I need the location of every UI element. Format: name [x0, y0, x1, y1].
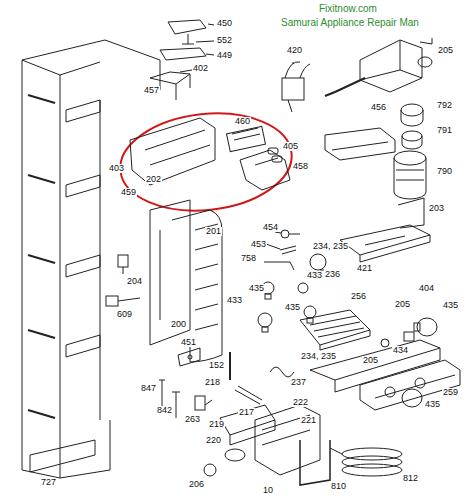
- control-switch: [282, 62, 310, 112]
- callout-number: 847: [140, 384, 157, 393]
- shelf-bracket: [325, 128, 395, 160]
- callout-number: 458: [292, 162, 309, 171]
- callout-number: 552: [216, 36, 233, 45]
- watermark-text: Fixitnow.com: [318, 4, 378, 14]
- callout-number: 453: [250, 240, 267, 249]
- callout-number: 435: [284, 303, 301, 312]
- callout-number: 792: [436, 101, 453, 110]
- callout-number: 152: [208, 361, 225, 370]
- callout-number: 460: [234, 117, 251, 126]
- callout-number: 435: [442, 301, 459, 310]
- callout-number: 234, 235: [300, 352, 337, 361]
- callout-number: 206: [188, 480, 205, 489]
- callout-number: 435: [248, 284, 265, 293]
- callout-number: 237: [290, 378, 307, 387]
- ice-maker-tube: [360, 360, 460, 410]
- callout-number: 405: [282, 142, 299, 151]
- callout-number: 457: [143, 86, 160, 95]
- callout-number: 236: [324, 270, 341, 279]
- callout-number: 609: [116, 310, 133, 319]
- callout-number: 842: [156, 406, 173, 415]
- callout-number: 790: [436, 167, 453, 176]
- callout-number: 222: [292, 398, 309, 407]
- callout-number: 205: [362, 356, 379, 365]
- callout-number: 218: [204, 378, 221, 387]
- callout-number: 421: [356, 264, 373, 273]
- air-duct: [150, 70, 192, 100]
- highlight-ellipse: [115, 105, 296, 218]
- callout-number: 220: [205, 436, 222, 445]
- watermark-text: Samurai Appliance Repair Man: [280, 18, 420, 28]
- callout-number: 449: [216, 51, 233, 60]
- callout-number: 434: [392, 346, 409, 355]
- spring: [270, 367, 294, 377]
- callout-number: 450: [216, 19, 233, 28]
- fan-motor-assembly: [130, 118, 290, 190]
- callout-number: 221: [300, 416, 317, 425]
- callout-number: 205: [437, 46, 454, 55]
- callout-number: 420: [286, 46, 303, 55]
- callout-number: 433: [306, 271, 323, 280]
- callout-number: 205: [394, 300, 411, 309]
- callout-number: 259: [442, 388, 459, 397]
- callout-number: 256: [350, 292, 367, 301]
- callout-number: 219: [208, 420, 225, 429]
- callout-number: 263: [184, 415, 201, 424]
- callout-number: 454: [262, 223, 279, 232]
- evaporator-cover: [150, 200, 222, 362]
- callout-number: 404: [418, 284, 435, 293]
- callout-number: 433: [226, 296, 243, 305]
- callout-number: 727: [40, 478, 57, 487]
- callout-number: 203: [428, 204, 445, 213]
- damper-assembly: [160, 20, 214, 60]
- callout-number: 456: [370, 103, 387, 112]
- dispenser-parts: [204, 405, 402, 485]
- callout-number: 217: [238, 408, 255, 417]
- callout-number: 791: [436, 126, 453, 135]
- light-shield: [300, 310, 370, 350]
- refrigerator-cabinet: [22, 40, 160, 478]
- hinge-parts: [159, 348, 262, 418]
- callout-number: 435: [424, 400, 441, 409]
- water-filter-assembly: [325, 38, 432, 228]
- callout-number: 758: [240, 254, 257, 263]
- callout-number: 202: [145, 175, 162, 184]
- callout-number: 201: [205, 227, 222, 236]
- callout-number: 451: [180, 338, 197, 347]
- kick-plate: [30, 440, 95, 472]
- callout-number: 200: [170, 320, 187, 329]
- callout-number: 810: [330, 482, 347, 491]
- callout-number: 459: [120, 188, 137, 197]
- callout-number: 812: [402, 474, 419, 483]
- callout-number: 10: [262, 486, 274, 495]
- callout-number: 402: [192, 64, 209, 73]
- callout-number: 403: [108, 164, 125, 173]
- callout-number: 204: [126, 277, 143, 286]
- light-housing: [310, 339, 440, 392]
- callout-number: 234, 235: [312, 242, 349, 251]
- thermostat-parts: [264, 230, 308, 293]
